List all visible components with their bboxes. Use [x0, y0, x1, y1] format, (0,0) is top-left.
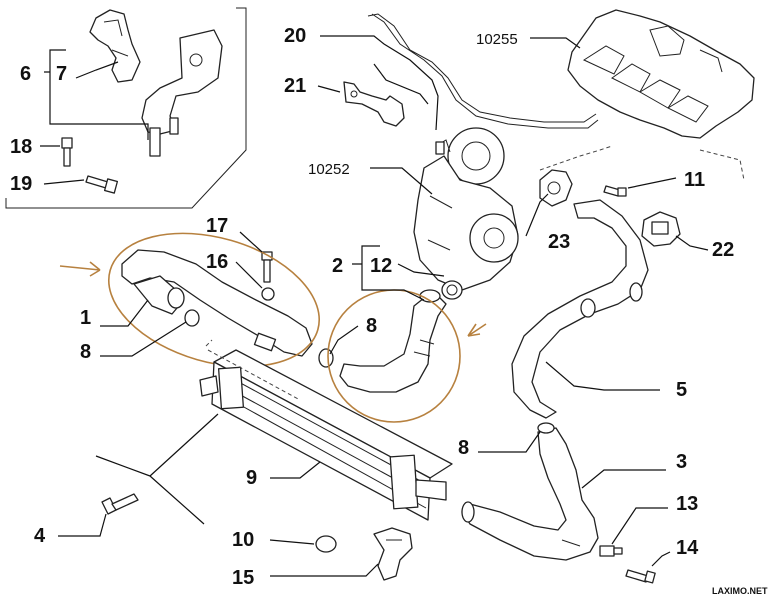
arrow-hose-2 [467, 323, 487, 337]
callout-19: 19 [10, 173, 32, 195]
callout-8-right: 8 [366, 315, 377, 337]
bolt-part-18 [61, 137, 73, 167]
callout-18: 18 [10, 136, 32, 158]
leader-2 [352, 245, 425, 301]
hose-part-1 [121, 249, 313, 357]
callout-7: 7 [56, 63, 67, 85]
turbocharger-10252 [413, 127, 519, 291]
gasket-part-23 [539, 169, 573, 207]
callout-21: 21 [284, 75, 306, 97]
callout-13: 13 [676, 493, 698, 515]
leader-23 [525, 193, 549, 237]
leader-19 [43, 179, 85, 185]
highlight-hose-1 [107, 232, 321, 368]
leader-5 [545, 361, 660, 391]
callout-17: 17 [206, 215, 228, 237]
egr-pipe-part-20 [367, 13, 599, 129]
leader-21 [317, 63, 429, 105]
callout-12: 12 [370, 255, 392, 277]
bracket-clip-part-7 [89, 9, 141, 83]
leader-10252 [370, 167, 433, 195]
callout-11: 11 [684, 169, 705, 191]
clamp-part-8-bottom [537, 422, 555, 434]
leader-9 [270, 461, 321, 479]
bolt-part-13 [599, 545, 623, 557]
callout-10255: 10255 [476, 31, 518, 48]
callout-6: 6 [20, 63, 31, 85]
leader-10 [269, 539, 315, 545]
leader-14 [651, 551, 671, 567]
callout-10: 10 [232, 529, 254, 551]
intercooler-part-9 [199, 339, 453, 521]
leader-11 [627, 177, 677, 189]
callout-20: 20 [284, 25, 306, 47]
sensor-part-22 [641, 211, 681, 247]
clamp-part-8-left [184, 309, 200, 327]
clamp-part-12 [441, 280, 463, 300]
callout-10252: 10252 [308, 161, 350, 178]
clamp-part-10 [315, 535, 337, 553]
clip-part-16 [261, 287, 275, 301]
callout-3: 3 [676, 451, 687, 473]
clamp-part-8-right [318, 348, 334, 368]
intake-manifold-10255 [539, 9, 755, 181]
leader-4-mount [95, 413, 219, 525]
callout-23: 23 [548, 231, 570, 253]
leader-20 [320, 35, 439, 131]
bolt-part-14 [625, 569, 656, 584]
bolt-part-11 [603, 185, 627, 197]
leader-8-left [100, 321, 187, 357]
bracket-plate-part-6 [141, 29, 223, 157]
leader-22 [675, 235, 709, 251]
leader-15 [270, 563, 379, 577]
leader-7 [75, 61, 119, 79]
hose-part-3 [461, 427, 599, 561]
callout-5: 5 [676, 379, 687, 401]
leader-8-right [329, 325, 359, 355]
leader-3 [581, 469, 666, 489]
leader-1 [100, 299, 149, 327]
leader-8-bottom [478, 431, 541, 453]
arrow-hose-1 [59, 261, 101, 277]
leader-12 [397, 263, 445, 277]
callout-14: 14 [676, 537, 699, 559]
callout-1: 1 [80, 307, 91, 329]
highlight-hose-2 [327, 289, 461, 423]
leader-10255 [530, 37, 581, 49]
callout-8-left: 8 [80, 341, 91, 363]
hose-part-2 [339, 289, 447, 393]
callout-8-bottom: 8 [458, 437, 469, 459]
pipe-part-5 [511, 199, 649, 419]
leader-16 [235, 261, 263, 289]
callout-16: 16 [206, 251, 228, 273]
leader-6 [44, 49, 149, 140]
callout-2: 2 [332, 255, 343, 277]
callout-4: 4 [34, 525, 46, 547]
bolt-part-4 [101, 493, 139, 515]
watermark: LAXIMO.NET [712, 586, 768, 596]
bracket-part-15 [373, 527, 413, 581]
callout-22: 22 [712, 239, 734, 261]
bolt-part-19 [85, 175, 119, 194]
bolt-part-17 [261, 251, 273, 283]
callout-15: 15 [232, 567, 254, 589]
leader-17 [239, 231, 263, 253]
leader-4 [58, 513, 107, 537]
bracket-part-21 [343, 81, 405, 127]
leader-13 [611, 507, 668, 545]
callout-9: 9 [246, 467, 257, 489]
bracket-group-outline [5, 7, 247, 209]
